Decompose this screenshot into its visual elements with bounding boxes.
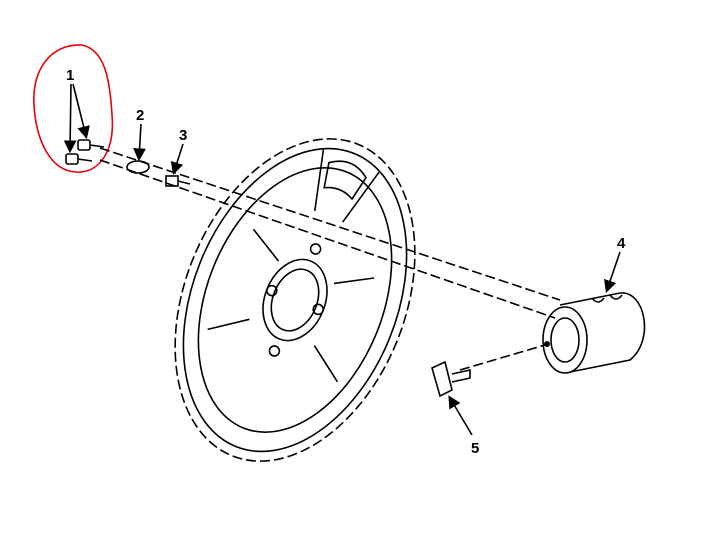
callout-1: 1 (66, 67, 74, 84)
part-3-bleeder (165, 175, 191, 187)
callout-5: 5 (471, 440, 479, 457)
part-2-cap (126, 160, 150, 174)
alignment-lines (99, 147, 561, 371)
callout-3: 3 (179, 127, 187, 144)
backing-plate (174, 138, 416, 462)
part-1-bolts (65, 139, 105, 165)
leader-lines (63, 83, 621, 436)
part-4-wheel-cylinder (542, 292, 646, 374)
callout-2: 2 (136, 107, 144, 124)
red-annotation-circle (33, 44, 114, 173)
callout-4: 4 (617, 235, 626, 252)
part-5-link-pin (431, 360, 471, 398)
